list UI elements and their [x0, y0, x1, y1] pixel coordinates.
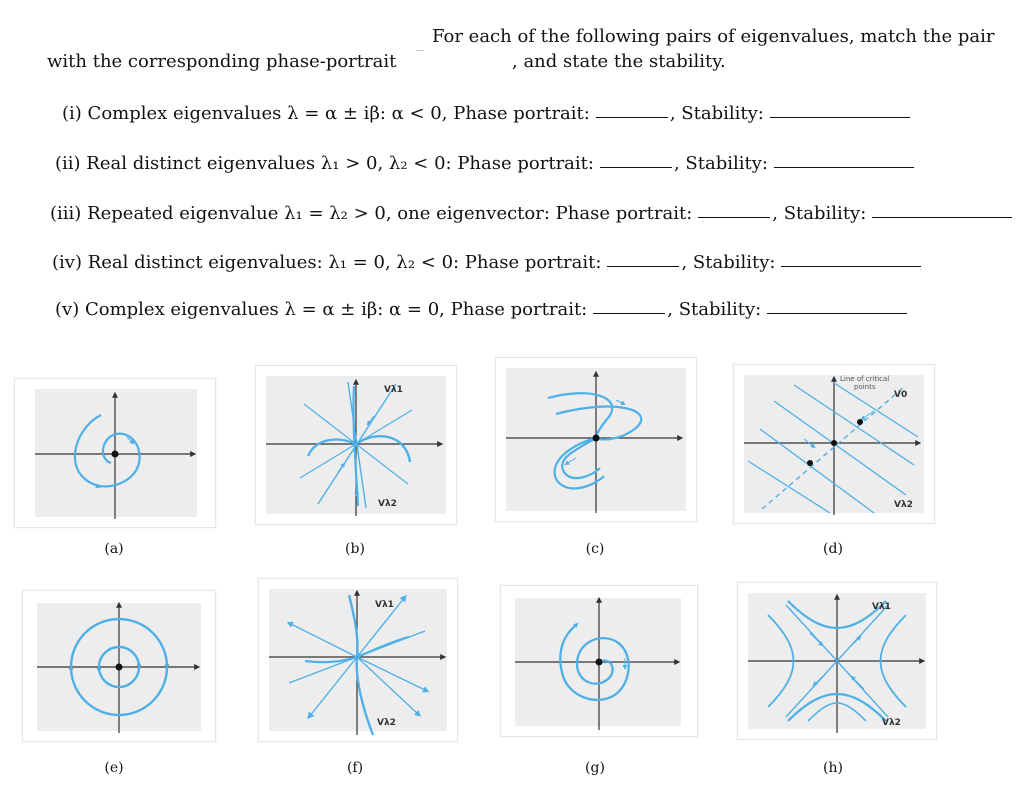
intro-line-2a: with the corresponding phase-portrait — [47, 51, 397, 72]
item-iv: (iv) Real distinct eigenvalues: λ₁ = 0, … — [52, 252, 923, 273]
label-v-lambda1: Vλ1 — [375, 600, 394, 610]
phase-portrait-d[interactable]: Line of critical points V0 Vλ2 — [733, 364, 935, 524]
item-number: (v) — [55, 299, 80, 320]
caption-a: (a) — [104, 541, 124, 557]
phase-portrait-g[interactable] — [500, 585, 698, 737]
label-v0: V0 — [894, 390, 907, 400]
faint-mark — [416, 50, 424, 51]
item-description: Repeated eigenvalue λ₁ = λ₂ > 0, one eig… — [87, 203, 693, 224]
stability-blank[interactable] — [773, 166, 914, 168]
stability-blank[interactable] — [781, 265, 922, 267]
phase-portrait-b[interactable]: Vλ1 Vλ2 — [255, 365, 457, 525]
stability-blank[interactable] — [767, 312, 908, 314]
intro-line-2b: , and state the stability. — [512, 51, 726, 72]
item-description: Real distinct eigenvalues: λ₁ = 0, λ₂ < … — [87, 252, 602, 273]
stability-blank[interactable] — [872, 216, 1013, 218]
stability-label: , Stability: — [669, 103, 764, 124]
portrait-blank[interactable] — [593, 312, 666, 314]
label-v-lambda2: Vλ2 — [894, 500, 913, 510]
stability-blank[interactable] — [769, 116, 910, 118]
phase-portrait-a[interactable] — [14, 378, 216, 528]
portrait-blank[interactable] — [595, 116, 668, 118]
item-description: Real distinct eigenvalues λ₁ > 0, λ₂ < 0… — [86, 153, 594, 174]
label-v-lambda2: Vλ2 — [377, 718, 396, 728]
portrait-blank[interactable] — [607, 265, 680, 267]
item-description: Complex eigenvalues λ = α ± iβ: α < 0, P… — [87, 103, 590, 124]
item-number: (i) — [62, 103, 82, 124]
stability-label: , Stability: — [673, 153, 768, 174]
portrait-blank[interactable] — [599, 166, 672, 168]
caption-f: (f) — [346, 760, 364, 776]
item-number: (iv) — [52, 252, 82, 273]
caption-e: (e) — [104, 760, 124, 776]
caption-d: (d) — [823, 541, 843, 557]
item-number: (iii) — [50, 203, 82, 224]
caption-c: (c) — [585, 541, 605, 557]
phase-portrait-e[interactable] — [22, 590, 216, 742]
caption-h: (h) — [823, 760, 843, 776]
item-ii: (ii) Real distinct eigenvalues λ₁ > 0, λ… — [55, 153, 916, 174]
phase-portrait-c[interactable] — [495, 357, 697, 522]
label-v-lambda1: Vλ1 — [384, 385, 403, 395]
item-v: (v) Complex eigenvalues λ = α ± iβ: α = … — [55, 299, 909, 320]
stability-label: , Stability: — [681, 252, 776, 273]
label-v-lambda2: Vλ2 — [378, 499, 397, 509]
label-v-lambda1: Vλ1 — [872, 602, 891, 612]
phase-portrait-h[interactable]: Vλ1 Vλ2 — [737, 582, 937, 740]
caption-g: (g) — [585, 760, 605, 776]
intro-line-1: For each of the following pairs of eigen… — [432, 26, 995, 47]
portrait-blank[interactable] — [698, 216, 771, 218]
item-description: Complex eigenvalues λ = α ± iβ: α = 0, P… — [84, 299, 588, 320]
item-i: (i) Complex eigenvalues λ = α ± iβ: α < … — [62, 103, 912, 124]
phase-portrait-f[interactable]: Vλ1 Vλ2 — [258, 578, 458, 742]
stability-label: , Stability: — [667, 299, 762, 320]
label-line-critical: Line of critical — [840, 375, 889, 383]
item-number: (ii) — [55, 153, 81, 174]
stability-label: , Stability: — [772, 203, 867, 224]
label-v-lambda2: Vλ2 — [882, 718, 901, 728]
item-iii: (iii) Repeated eigenvalue λ₁ = λ₂ > 0, o… — [50, 203, 1014, 224]
caption-b: (b) — [345, 541, 365, 557]
label-points: points — [854, 383, 876, 391]
